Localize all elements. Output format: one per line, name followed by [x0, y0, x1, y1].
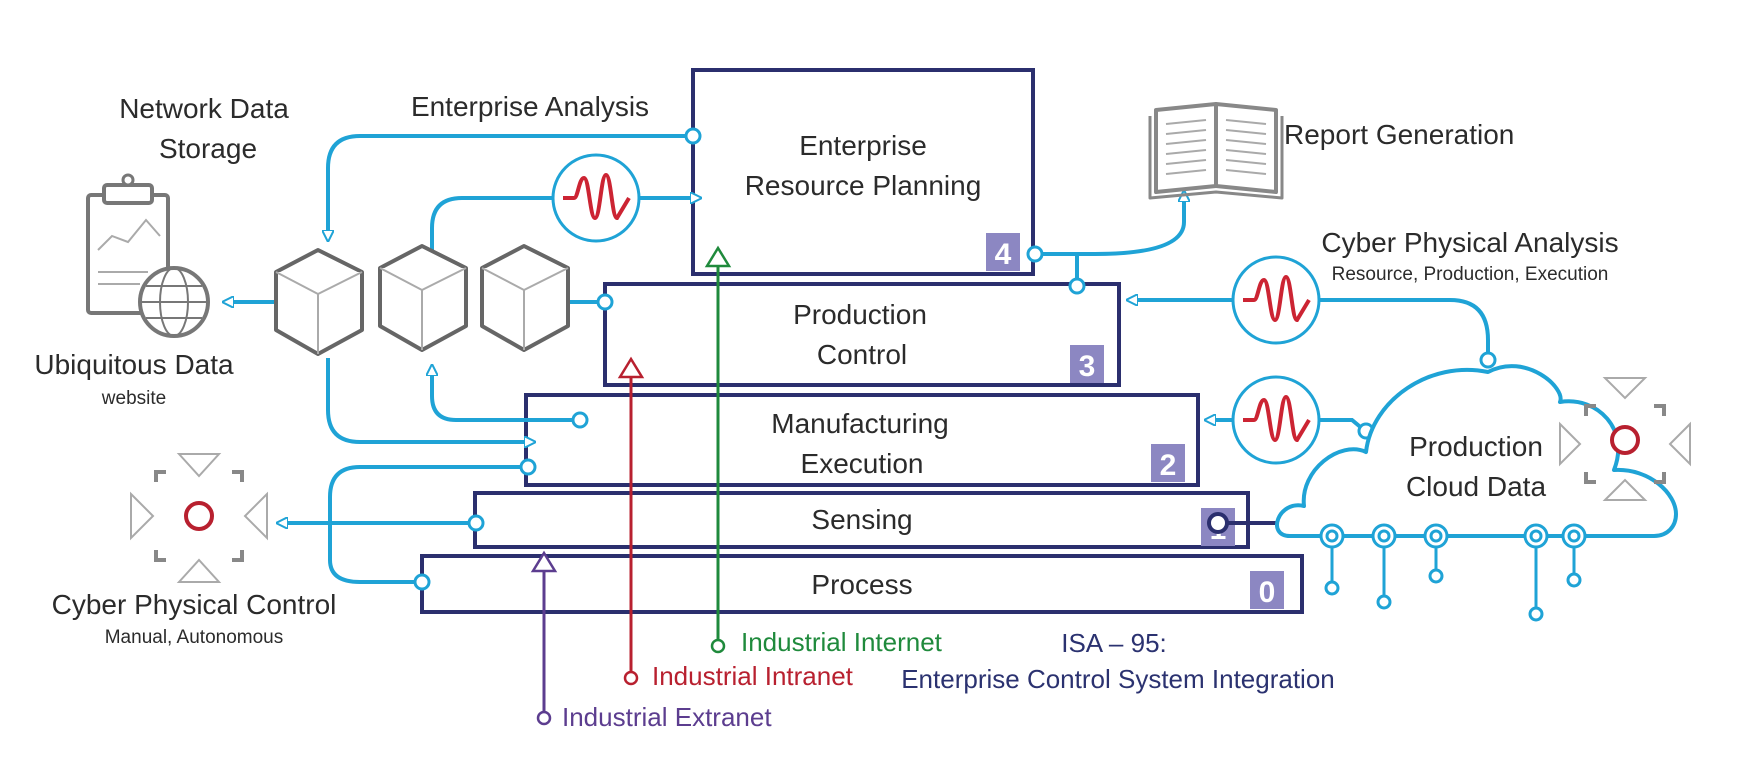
industrial-extranet-label: Industrial Extranet: [562, 702, 772, 732]
industrial-extranet-line: Industrial Extranet: [530, 550, 772, 732]
production-cloud-line2: Cloud Data: [1406, 471, 1547, 502]
level-4-number: 4: [995, 238, 1012, 271]
industrial-internet-label: Industrial Internet: [741, 627, 943, 657]
level-badge: [1151, 444, 1185, 482]
network-data-storage-line2: Storage: [159, 133, 257, 164]
data-cube-icon: [378, 244, 468, 352]
level-2-number: 2: [1160, 449, 1177, 482]
cyber-physical-analysis-label: Cyber Physical Analysis: [1321, 227, 1618, 258]
level-badge: [986, 233, 1020, 271]
ubiquitous-data-label: Ubiquitous Data: [34, 349, 234, 380]
industrial-intranet-line: Industrial Intranet: [617, 356, 854, 691]
industrial-internet-line: Industrial Internet: [704, 245, 943, 657]
clipboard-globe-icon: [86, 173, 210, 338]
layer-sensing: Sensing 1: [473, 491, 1250, 549]
isa-95-subtitle: Enterprise Control System Integration: [901, 664, 1335, 694]
connector-nodes: [413, 127, 1497, 591]
manufacturing-execution-line1: Manufacturing: [771, 408, 948, 439]
production-cloud-line1: Production: [1409, 431, 1543, 462]
sine-wave-signal-icon: [1231, 255, 1321, 345]
isa-95-title: ISA – 95:: [1061, 628, 1167, 658]
level-3-number: 3: [1079, 350, 1096, 383]
erp-line2: Resource Planning: [745, 170, 982, 201]
industrial-intranet-label: Industrial Intranet: [652, 661, 854, 691]
production-control-line1: Production: [793, 299, 927, 330]
erp-line1: Enterprise: [799, 130, 927, 161]
report-generation-label: Report Generation: [1284, 119, 1514, 150]
manufacturing-execution-line2: Execution: [801, 448, 924, 479]
target-crosshair-icon: [130, 453, 268, 583]
data-cube-icon: [274, 248, 364, 356]
cyber-physical-analysis-sub: Resource, Production, Execution: [1332, 264, 1609, 285]
layer-production-control: Production Control 3: [603, 282, 1121, 387]
sensing-label: Sensing: [811, 504, 912, 535]
layer-erp: Enterprise Resource Planning 4: [691, 68, 1035, 276]
network-data-storage-line1: Network Data: [119, 93, 289, 124]
layer-process: Process 0: [420, 554, 1304, 614]
cyber-physical-control-sub: Manual, Autonomous: [105, 627, 284, 648]
production-control-line2: Control: [817, 339, 907, 370]
open-book-icon: [1148, 102, 1284, 200]
level-badge: [1070, 345, 1104, 383]
data-cube-icon: [480, 244, 570, 352]
cloud-icon: [1275, 364, 1678, 622]
level-badge: [1250, 571, 1284, 609]
enterprise-analysis-label: Enterprise Analysis: [411, 91, 649, 122]
level-0-number: 0: [1259, 576, 1276, 609]
sine-wave-signal-icon: [1231, 375, 1321, 465]
process-label: Process: [811, 569, 912, 600]
target-crosshair-icon: [1559, 377, 1691, 501]
sine-wave-signal-icon: [551, 153, 641, 243]
layer-manufacturing-execution: Manufacturing Execution 2: [524, 393, 1200, 487]
ubiquitous-data-sub: website: [101, 388, 166, 409]
cyber-physical-control-label: Cyber Physical Control: [52, 589, 337, 620]
